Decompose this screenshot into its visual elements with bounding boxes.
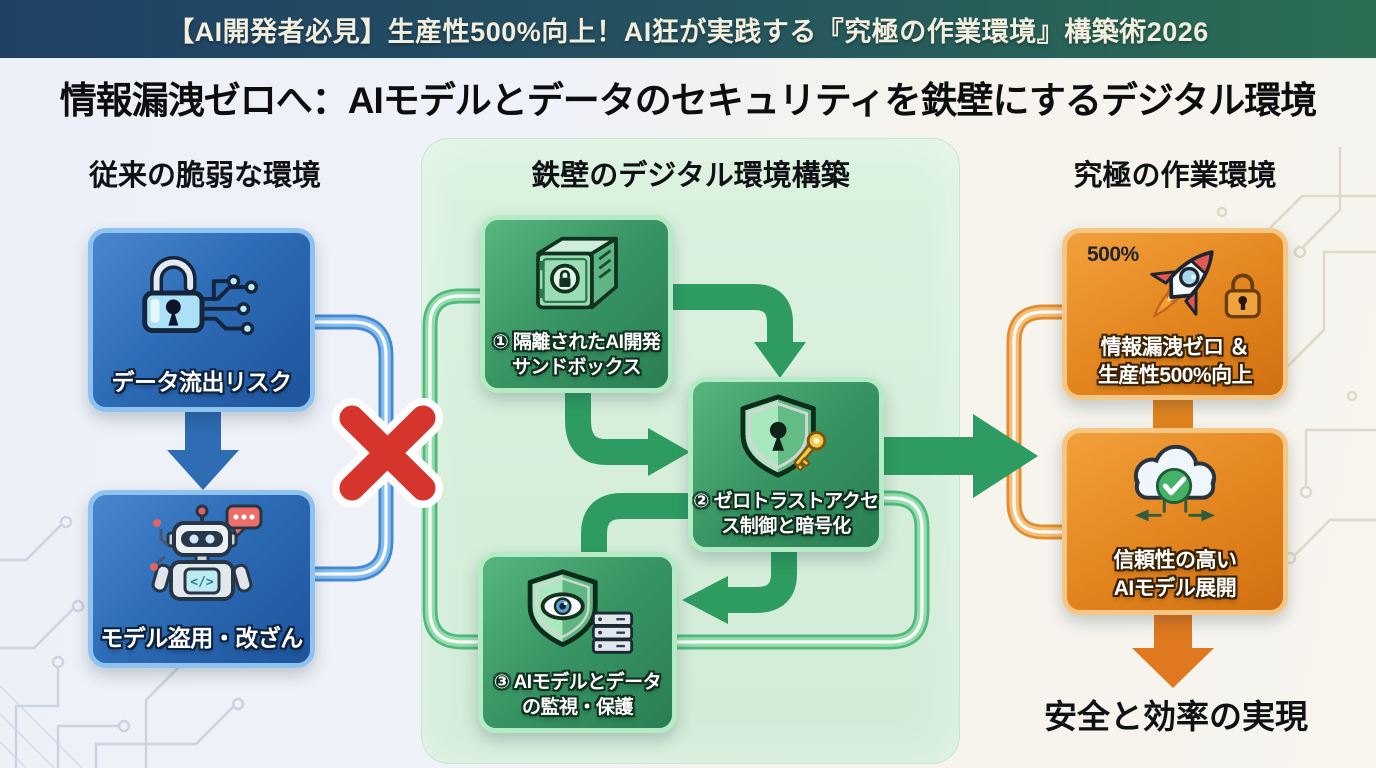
orange-pipe-connector bbox=[1006, 304, 1070, 540]
heading-ultimate-env: 究極の作業環境 bbox=[1073, 160, 1277, 192]
blue-pipe-connector bbox=[307, 314, 394, 582]
rocket-lock-icon bbox=[1150, 250, 1261, 319]
node-isolated-sandbox: ① 隔離されたAI開発 サンドボックス bbox=[480, 215, 673, 393]
shield-key-icon bbox=[740, 394, 827, 478]
page-title: 情報漏洩ゼロへ：AIモデルとデータのセキュリティを鉄壁にするデジタル環境 bbox=[59, 80, 1317, 121]
lock-circuit-icon bbox=[141, 256, 258, 336]
node-monitor-protect: ③ AIモデルとデータ の監視・保護 bbox=[478, 552, 677, 733]
node-label: モデル盗用・改ざん bbox=[100, 625, 303, 651]
node-label: 情報漏洩ゼロ ＆ 生産性500%向上 bbox=[1097, 336, 1253, 387]
safe-icon bbox=[535, 236, 618, 310]
productivity-badge: 500% bbox=[1087, 243, 1139, 266]
cloud-check-icon bbox=[1133, 444, 1217, 522]
robot-icon: </> bbox=[149, 504, 262, 601]
header-bar: 【AI開発者必見】生産性500%向上！AI狂が実践する『究極の作業環境』構築術2… bbox=[0, 0, 1376, 60]
node-model-theft: </> モデル盗用・改ざん bbox=[88, 490, 315, 668]
blue-down-arrow bbox=[167, 411, 239, 490]
node-label: データ流出リスク bbox=[111, 369, 293, 395]
header-title: 【AI開発者必見】生産性500%向上！AI狂が実践する『究極の作業環境』構築術2… bbox=[167, 16, 1209, 47]
node-label: 信頼性の高い AIモデル展開 bbox=[1113, 549, 1238, 600]
node-data-leak-risk: データ流出リスク bbox=[88, 228, 315, 412]
node-label: ② ゼロトラストアクセ ス制御と暗号化 bbox=[693, 490, 879, 537]
robot-chest-code: </> bbox=[190, 575, 214, 590]
heading-vulnerable-env: 従来の脆弱な環境 bbox=[88, 160, 321, 192]
shield-eye-icon bbox=[527, 569, 633, 654]
result-text: 安全と効率の実現 bbox=[1044, 698, 1308, 735]
blocked-x-mark bbox=[332, 398, 443, 508]
node-zero-trust: ② ゼロトラストアクセ ス制御と暗号化 bbox=[688, 377, 884, 552]
heading-secure-env: 鉄壁のデジタル環境構築 bbox=[531, 160, 850, 192]
orange-down-arrow bbox=[1132, 613, 1214, 688]
node-label: ① 隔離されたAI開発 サンドボックス bbox=[492, 331, 661, 378]
node-zero-leak-productivity: 500% 情報漏洩ゼロ ＆ 生産性 bbox=[1062, 228, 1288, 400]
node-label: ③ AIモデルとデータ の監視・保護 bbox=[493, 671, 662, 718]
node-reliable-ai-deploy: 信頼性の高い AIモデル展開 bbox=[1062, 428, 1288, 615]
